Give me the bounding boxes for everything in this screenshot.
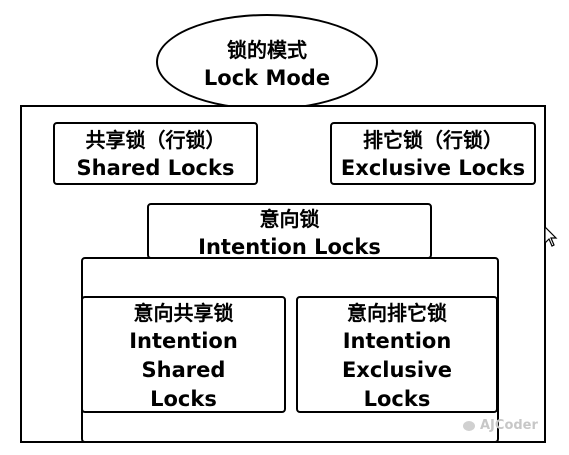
intention-exclusive-line-1: Intention [342,329,452,353]
intention-exclusive-locks-node: 意向排它锁 Intention Exclusive Locks [296,296,498,413]
exclusive-locks-node: 排它锁（行锁） Exclusive Locks [330,122,536,185]
exclusive-locks-zh: 排它锁（行锁） [363,128,503,152]
shared-locks-en: Shared Locks [76,156,235,180]
lock-mode-title-en: Lock Mode [203,66,331,90]
shared-locks-zh: 共享锁（行锁） [85,128,226,152]
intention-exclusive-locks-zh: 意向排它锁 [347,301,447,325]
intention-shared-locks-zh: 意向共享锁 [133,301,234,325]
intention-shared-line-2: Shared [141,358,226,382]
cursor-icon [544,225,558,247]
intention-locks-node: 意向锁 Intention Locks [147,203,432,259]
watermark-text: AJCoder [480,418,538,433]
intention-exclusive-line-3: Locks [363,387,431,411]
lock-mode-node: 锁的模式 Lock Mode [156,14,378,110]
shared-locks-node: 共享锁（行锁） Shared Locks [53,122,258,185]
intention-exclusive-line-2: Exclusive [341,358,453,382]
intention-shared-line-3: Locks [150,387,217,411]
wechat-icon [463,420,475,431]
intention-shared-locks-node: 意向共享锁 Intention Shared Locks [81,296,286,413]
lock-mode-title-zh: 锁的模式 [227,38,307,62]
intention-shared-line-1: Intention [129,329,238,353]
intention-locks-zh: 意向锁 [259,207,320,231]
exclusive-locks-en: Exclusive Locks [340,156,526,180]
watermark: AJCoder [463,418,538,433]
intention-locks-en: Intention Locks [198,235,381,259]
